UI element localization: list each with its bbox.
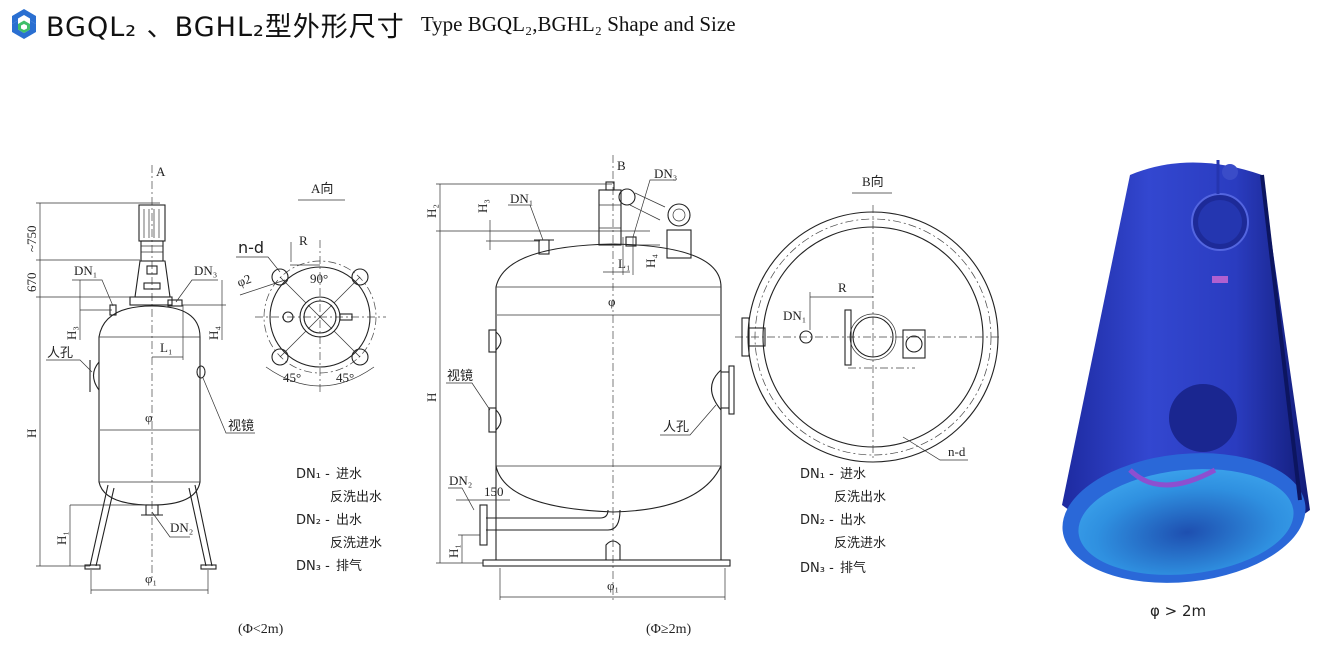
large-filter-caption: (Φ≥2m) [646, 622, 691, 637]
page-subtitle: Type BGQL₂,BGHL₂ Shape and Size [420, 11, 736, 36]
label-legend-right-0-text: 进水 [840, 467, 866, 482]
label-drawing-small-dim-phi: φ [145, 410, 153, 425]
label-drawing-small-nd: n-d [238, 238, 264, 257]
label-legend-right-2-code: DN₂ - [800, 513, 834, 528]
small-filter-caption: (Φ<2m) [238, 622, 284, 637]
label-drawing-small-dim-H4: H₄ [206, 326, 221, 340]
large-filter-top-view: B向 R DN₁ n-d [735, 174, 1000, 463]
label-legend-left-0-text: 进水 [336, 467, 362, 482]
legend-large: DN₁ - 进水 反洗出水 DN₂ - 出水 反洗进水 DN₃ - 排气 [800, 467, 886, 576]
label-drawing-large-dim-H: H [424, 393, 439, 402]
label-drawing-small-angle45b: 45° [336, 370, 354, 385]
legend-small: DN₁ - 进水 反洗出水 DN₂ - 出水 反洗进水 DN₃ - 排气 [296, 467, 382, 574]
label-drawing-large-R: R [838, 280, 847, 295]
label-drawing-large-dn1-top: DN₁ [510, 191, 533, 206]
label-drawing-small-dim-H1: H₁ [54, 531, 69, 545]
small-filter-top-view: A向 R n-d φ2 90° 45° 45° [235, 181, 386, 395]
page-header: BGQL₂ 、BGHL₂型外形尺寸 Type BGQL₂,BGHL₂ Shape… [10, 4, 736, 44]
label-drawing-large-dn2: DN₂ [449, 473, 472, 488]
photo-caption: φ > 2m [1150, 602, 1206, 620]
label-drawing-large-dim-H1: H₁ [446, 544, 461, 558]
label-legend-left-4-code: DN₃ - [296, 559, 330, 574]
label-drawing-large-manhole: 人孔 [663, 420, 689, 435]
label-drawing-small-sight-glass: 视镜 [228, 419, 254, 434]
label-legend-left-2-code: DN₂ - [296, 513, 330, 528]
label-drawing-small-dim-H3: H₃ [64, 326, 79, 340]
label-legend-left-2-text: 出水 [336, 513, 362, 528]
label-drawing-small-dn1: DN₁ [74, 263, 97, 278]
label-drawing-small-view-title: A向 [311, 181, 333, 196]
small-filter-elevation: A ~750 670 H H₁ [24, 164, 284, 637]
label-legend-left-0-code: DN₁ - [296, 467, 330, 482]
label-drawing-large-dn1: DN₁ [783, 308, 806, 323]
label-drawing-large-dim-150: 150 [484, 484, 504, 499]
label-legend-right-2-text: 出水 [840, 513, 866, 528]
label-legend-left-1-text: 反洗出水 [330, 490, 382, 505]
label-drawing-large-sight-glass: 视镜 [447, 369, 473, 384]
hexagon-logo-icon [12, 9, 36, 39]
large-filter-elevation: B H₂ H H₃ L₁ H₄ [424, 155, 735, 637]
label-drawing-small-dim-phi1: φ₁ [145, 571, 157, 586]
label-legend-left-4-text: 排气 [336, 558, 362, 574]
label-legend-right-3-text: 反洗进水 [834, 536, 886, 551]
label-drawing-large-dim-phi1: φ₁ [607, 578, 619, 593]
label-drawing-small-dn3: DN₃ [194, 263, 217, 278]
label-drawing-small-dim-top: ~750 [24, 225, 39, 252]
label-legend-right-4-code: DN₃ - [800, 561, 834, 576]
label-legend-right-1-text: 反洗出水 [834, 490, 886, 505]
label-legend-right-0-code: DN₁ - [800, 467, 834, 482]
label-drawing-small-dim-H: H [24, 429, 39, 438]
label-drawing-large-dim-phi: φ [608, 294, 616, 309]
label-legend-left-3-text: 反洗进水 [330, 536, 382, 551]
label-drawing-small-R: R [299, 233, 308, 248]
label-drawing-large-view-title: B向 [862, 174, 884, 189]
label-drawing-large-dn3: DN₃ [654, 166, 677, 181]
label-legend-right-4-text: 排气 [840, 560, 866, 576]
label-drawing-large-dim-H4: H₄ [643, 254, 658, 268]
label-drawing-small-angle90: 90° [310, 271, 328, 286]
label-drawing-small-view-arrow: A [156, 164, 166, 179]
label-drawing-large-dim-H3: H₃ [475, 199, 490, 213]
label-drawing-small-dn2: DN₂ [170, 520, 193, 535]
label-drawing-large-dim-H2: H₂ [424, 204, 439, 218]
label-drawing-small-manhole: 人孔 [47, 346, 73, 361]
label-drawing-small-phi2: φ2 [235, 271, 253, 290]
page-title: BGQL₂ 、BGHL₂型外形尺寸 [46, 11, 405, 43]
label-drawing-small-dim-L1: L₁ [160, 340, 172, 355]
label-drawing-small-angle45a: 45° [283, 370, 301, 385]
label-drawing-large-view-arrow: B [617, 158, 626, 173]
label-drawing-large-dim-L1: L₁ [618, 256, 630, 271]
tank-photo: φ > 2m [1062, 160, 1310, 620]
label-drawing-small-dim-670: 670 [24, 273, 39, 293]
label-drawing-large-nd: n-d [948, 444, 966, 459]
